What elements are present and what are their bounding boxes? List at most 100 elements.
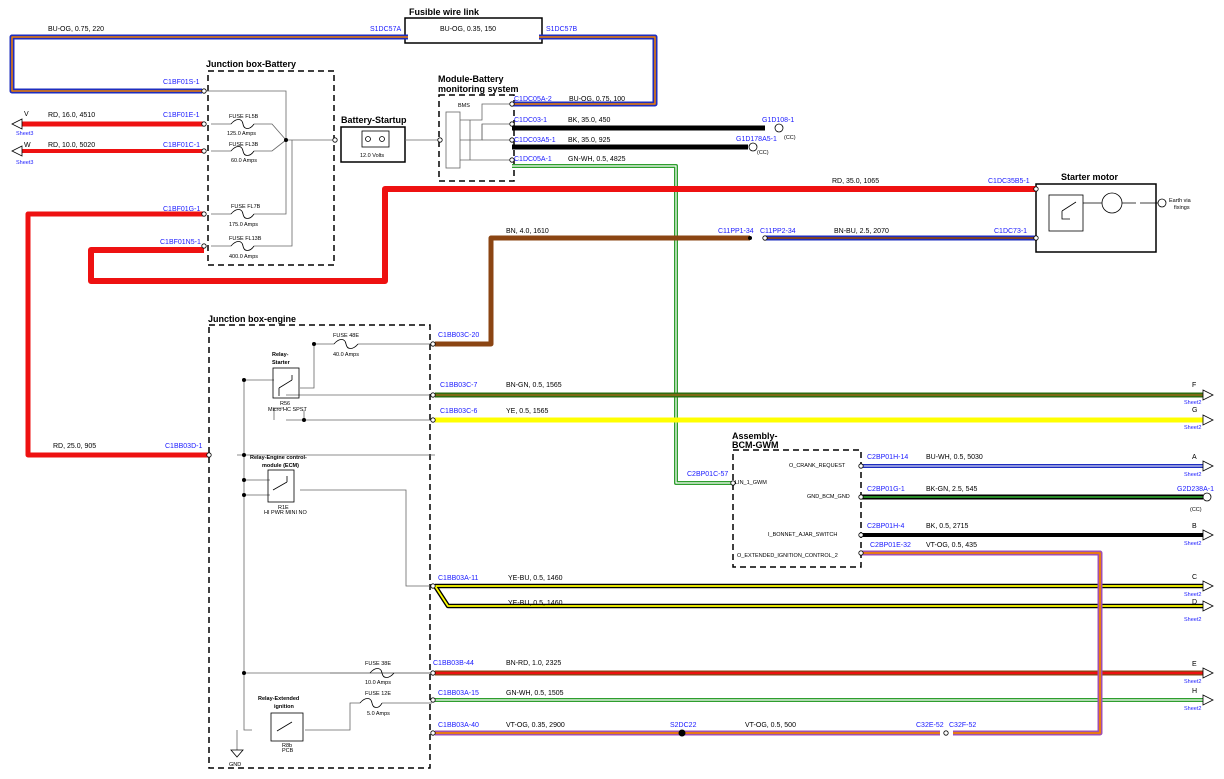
fuse-fl13b-icon [230,241,255,251]
pin-labels: O_CRANK_REQUEST GND_BCM_GND I_BONNET_AJA… [735,463,850,559]
battery-volts: 12.0 Volts [360,153,384,159]
relay-ext-label-2: ignition [274,704,294,710]
conn-s2dc22: S2DC22 [670,722,697,729]
wires [9,34,1203,736]
conn-c1bb03c20: C1BB03C-20 [438,332,479,339]
sheet-ref-w-link[interactable]: Sheet3 [16,160,33,166]
fuse-fl7b-rating: 175.0 Amps [229,222,258,228]
relay-ecm-label: Relay-Engine control- [250,455,307,461]
sheet-ref-f-link[interactable]: Sheet2 [1184,400,1201,406]
relay-starter-type-2: Micro HC SPST [268,407,307,413]
starter-motor-box [1035,183,1157,253]
connector-labels: S1DC57A S1DC57B C1BF01S-1 C1BF01E-1 C1BF… [160,26,1214,729]
conn-c1bb03b44: C1BB03B-44 [433,660,474,667]
cc-label-3: (CC) [1190,507,1202,513]
title-battery-startup: Battery-Startup [341,115,407,125]
conn-g2d238a: G2D238A-1 [1177,486,1214,493]
conn-c2bp01c57: C2BP01C-57 [687,471,728,478]
wire-bn [435,235,750,347]
fuse-fl13b-name: FUSE FL13B [229,236,262,242]
sheet-ref-g-letter[interactable]: G [1192,407,1197,414]
wire-label-bngn: BN-GN, 0.5, 1565 [506,382,562,389]
pin-gnd-bcm: GND_BCM_GND [807,494,850,500]
splices [242,138,752,737]
fuse-labels: FUSE FL5B 125.0 Amps FUSE FL3B 60.0 Amps… [227,114,391,717]
conn-c1bb03a11: C1BB03A-11 [438,575,478,582]
sheet-ref-b-link[interactable]: Sheet2 [1184,541,1201,547]
ground-icon-1 [774,123,784,133]
relay-ecm-type-2: HI PWR MINI NO [264,510,307,516]
conn-c1dc05a1: C1DC05A-1 [514,156,552,163]
conn-c2bp01g1: C2BP01G-1 [867,486,905,493]
sheet-ref-v-link[interactable]: Sheet3 [16,131,33,137]
fuse-fl5b-rating: 125.0 Amps [227,131,256,137]
sheet-ref-a-link[interactable]: Sheet2 [1184,472,1201,478]
fuse-38e-name: FUSE 38E [365,661,391,667]
sheet-ref-e-link[interactable]: Sheet2 [1184,679,1201,685]
sheet-ref-w-letter[interactable]: W [24,142,31,149]
relay-ext-type: R8b [282,743,292,749]
conn-c32e52: C32E-52 [916,722,944,729]
battery-icon [361,130,390,148]
relay-ecm-type: R1E [278,505,289,511]
bms-label: BMS [458,103,470,109]
wire-label-gnwh: GN-WH, 0.5, 4825 [568,156,626,163]
conn-c1bb03c7: C1BB03C-7 [440,382,477,389]
sheet-ref-h-letter[interactable]: H [1192,688,1197,695]
sheet-ref-f-letter[interactable]: F [1192,382,1196,389]
conn-c2bp01e32: C2BP01E-32 [870,542,911,549]
sheet-ref-d-letter[interactable]: D [1192,599,1197,606]
title-fusible-link: Fusible wire link [409,7,480,17]
sheet-arrows [11,118,1214,706]
wire-label-starter: RD, 35.0, 1065 [832,178,879,185]
wire-label-bkgn: BK-GN, 2.5, 545 [926,486,977,493]
gnd-label: GND [229,762,241,768]
sheet-ref-v-letter[interactable]: V [24,111,29,118]
sheet-ref-b-letter[interactable]: B [1192,523,1197,530]
component-titles: Fusible wire link Junction box-Battery M… [206,7,1202,768]
sheet-refs: V Sheet3 W Sheet3 F Sheet2 G Sheet2 A Sh… [16,111,1201,712]
wire-gn-wh-lin [512,164,733,485]
sheet-ref-d-link[interactable]: Sheet2 [1184,617,1201,623]
jb-engine-box [208,324,431,769]
conn-c1dc03a5: C1DC03A5-1 [514,137,556,144]
fuse-12e-rating: 5.0 Amps [367,711,390,717]
pin-bonnet: I_BONNET_AJAR_SWITCH [768,532,837,538]
conn-c1dc05a2: C1DC05A-2 [514,96,552,103]
wire-labels: BU-OG, 0.75, 220 BU-OG, 0.35, 150 BU-OG,… [48,26,983,729]
wire-label-bk: BK, 0.5, 2715 [926,523,969,530]
wire-label-vtog1: VT-OG, 0.35, 2900 [506,722,565,729]
conn-c1bb03d: C1BB03D-1 [165,443,202,450]
conn-c1bf01c: C1BF01C-1 [163,142,200,149]
wire-label-top-left: BU-OG, 0.75, 220 [48,26,104,33]
gnd-icon [230,749,244,758]
relay-starter-type: R56 [280,401,290,407]
sheet-ref-a-letter[interactable]: A [1192,454,1197,461]
sheet-ref-e-letter[interactable]: E [1192,661,1197,668]
wire-label-yebu1: YE-BU, 0.5, 1460 [508,575,563,582]
wire-label-vtog3: VT-OG, 0.5, 435 [926,542,977,549]
battery-startup-box [340,126,406,163]
sheet-ref-h-link[interactable]: Sheet2 [1184,706,1201,712]
relay-ext-label: Relay-Extended [258,696,299,702]
wire-label-bms-top: BU-OG, 0.75, 100 [569,96,625,103]
wire-bu-og-loop [9,34,658,107]
wire-rd-25 [25,211,209,458]
sheet-ref-c-link[interactable]: Sheet2 [1184,592,1201,598]
earth-icon [1157,198,1167,208]
fuse-12e-name: FUSE 12E [365,691,391,697]
cc-label-1: (CC) [784,135,796,141]
splice-s2dc22 [678,729,686,737]
conn-s1dc57b: S1DC57B [546,26,577,33]
fuse-fl7b-icon [230,209,255,219]
ground-icon-2 [748,142,758,152]
pin-crank: O_CRANK_REQUEST [789,463,846,469]
title-module-battery-2: monitoring system [438,84,519,94]
component-boxes [207,17,1157,769]
fuse-fl5b-name: FUSE FL5B [229,114,259,120]
sheet-ref-g-link[interactable]: Sheet2 [1184,425,1201,431]
conn-c11pp2: C11PP2-34 [760,228,796,235]
sheet-ref-c-letter[interactable]: C [1192,574,1197,581]
fuse-38e-icon [369,668,395,678]
